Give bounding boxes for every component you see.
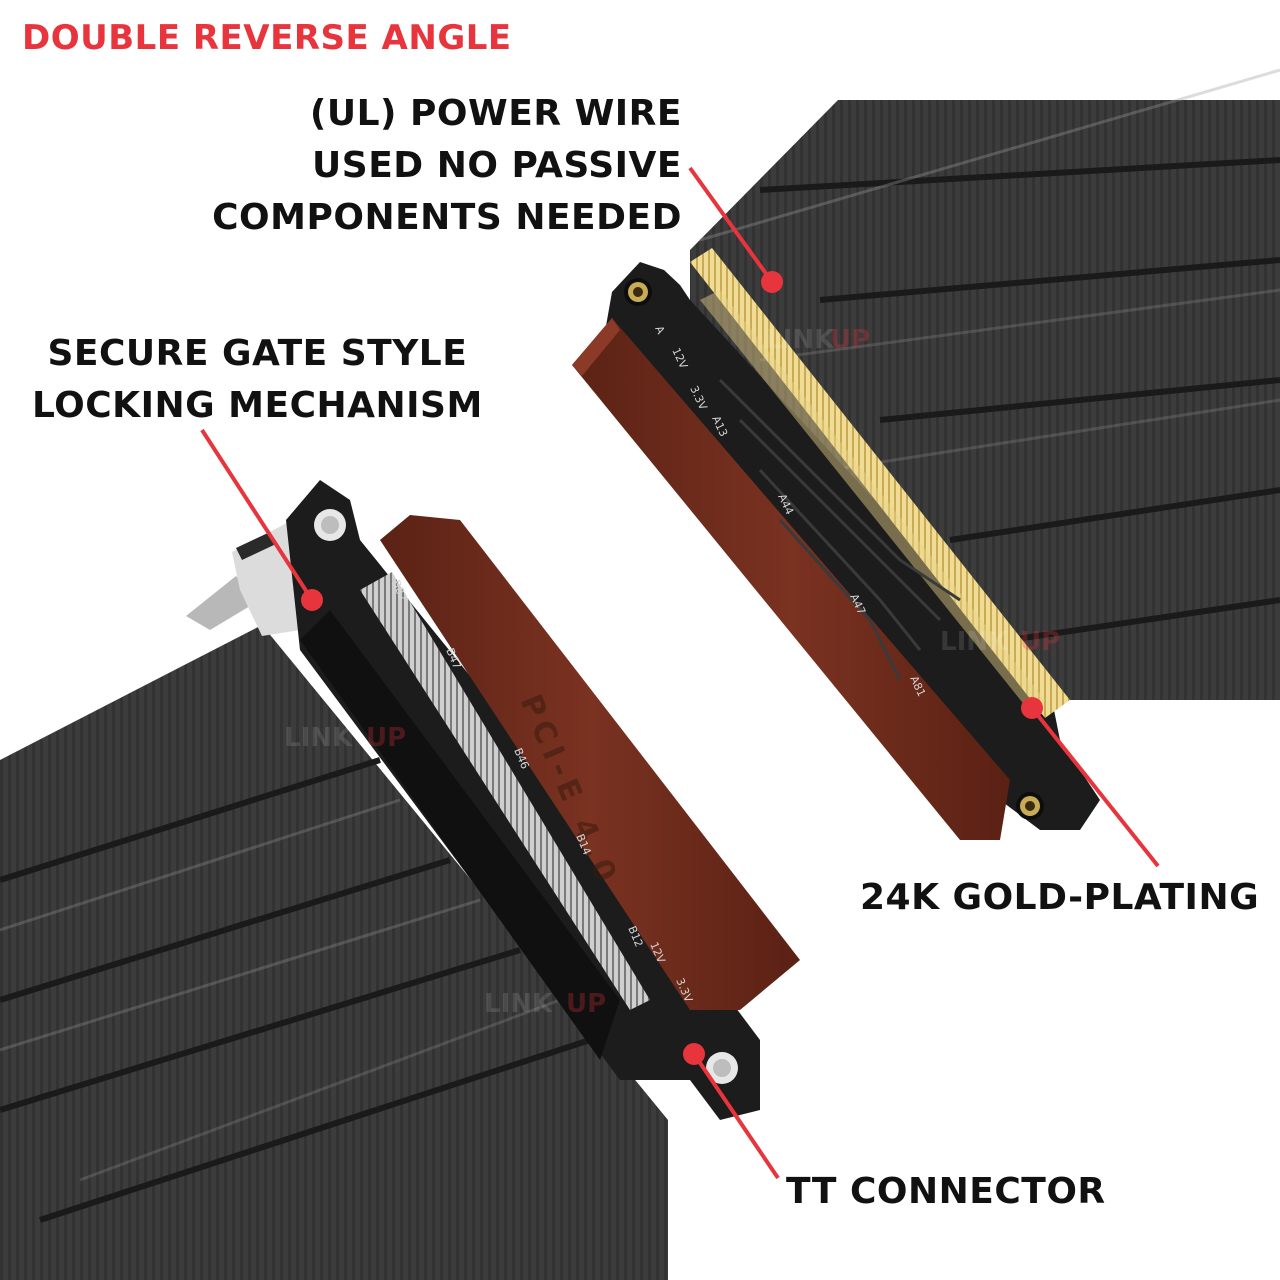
watermark-3: LINK UP: [284, 723, 406, 753]
svg-text:LINK: LINK: [484, 989, 553, 1019]
watermark-2: LINK UP: [940, 627, 1060, 657]
callout-power-wire: (UL) POWER WIRE USED NO PASSIVE COMPONEN…: [212, 88, 682, 244]
svg-text:UP: UP: [1020, 627, 1060, 657]
svg-text:UP: UP: [366, 723, 406, 753]
callout-leader-lock: [200, 428, 323, 611]
watermark-1: LINK UP: [766, 325, 870, 355]
svg-text:LINK: LINK: [766, 325, 835, 355]
lower-ribbon-cable: [0, 625, 668, 1280]
callout-leader-gold: [1021, 697, 1160, 868]
watermark-4: LINK UP: [484, 989, 606, 1019]
svg-text:UP: UP: [830, 325, 870, 355]
page-title: DOUBLE REVERSE ANGLE: [22, 18, 512, 58]
callout-leader-tt: [683, 1043, 780, 1180]
upper-ribbon-cable: [690, 68, 1280, 700]
callout-locking: SECURE GATE STYLE LOCKING MECHANISM: [32, 328, 483, 432]
callout-power-line-2: USED NO PASSIVE: [312, 145, 682, 186]
callout-lock-line-2: LOCKING MECHANISM: [32, 385, 483, 426]
svg-text:UP: UP: [566, 989, 606, 1019]
callout-gold-plating: 24K GOLD-PLATING: [860, 877, 1260, 918]
callout-leader-power: [688, 166, 783, 293]
upper-connector: A 12V 3.3V A13 A44 A47 A81: [572, 248, 1100, 840]
callout-power-line-1: (UL) POWER WIRE: [309, 93, 682, 134]
callout-lock-line-1: SECURE GATE STYLE: [47, 333, 468, 374]
lower-connector: PCI-E 4.0 B82 B47 B46 B14 B12 12V 3.3V: [186, 480, 800, 1120]
svg-text:LINK: LINK: [940, 627, 1009, 657]
svg-text:LINK: LINK: [284, 723, 353, 753]
callout-power-line-3: COMPONENTS NEEDED: [212, 197, 682, 238]
callout-tt-connector: TT CONNECTOR: [786, 1171, 1106, 1212]
